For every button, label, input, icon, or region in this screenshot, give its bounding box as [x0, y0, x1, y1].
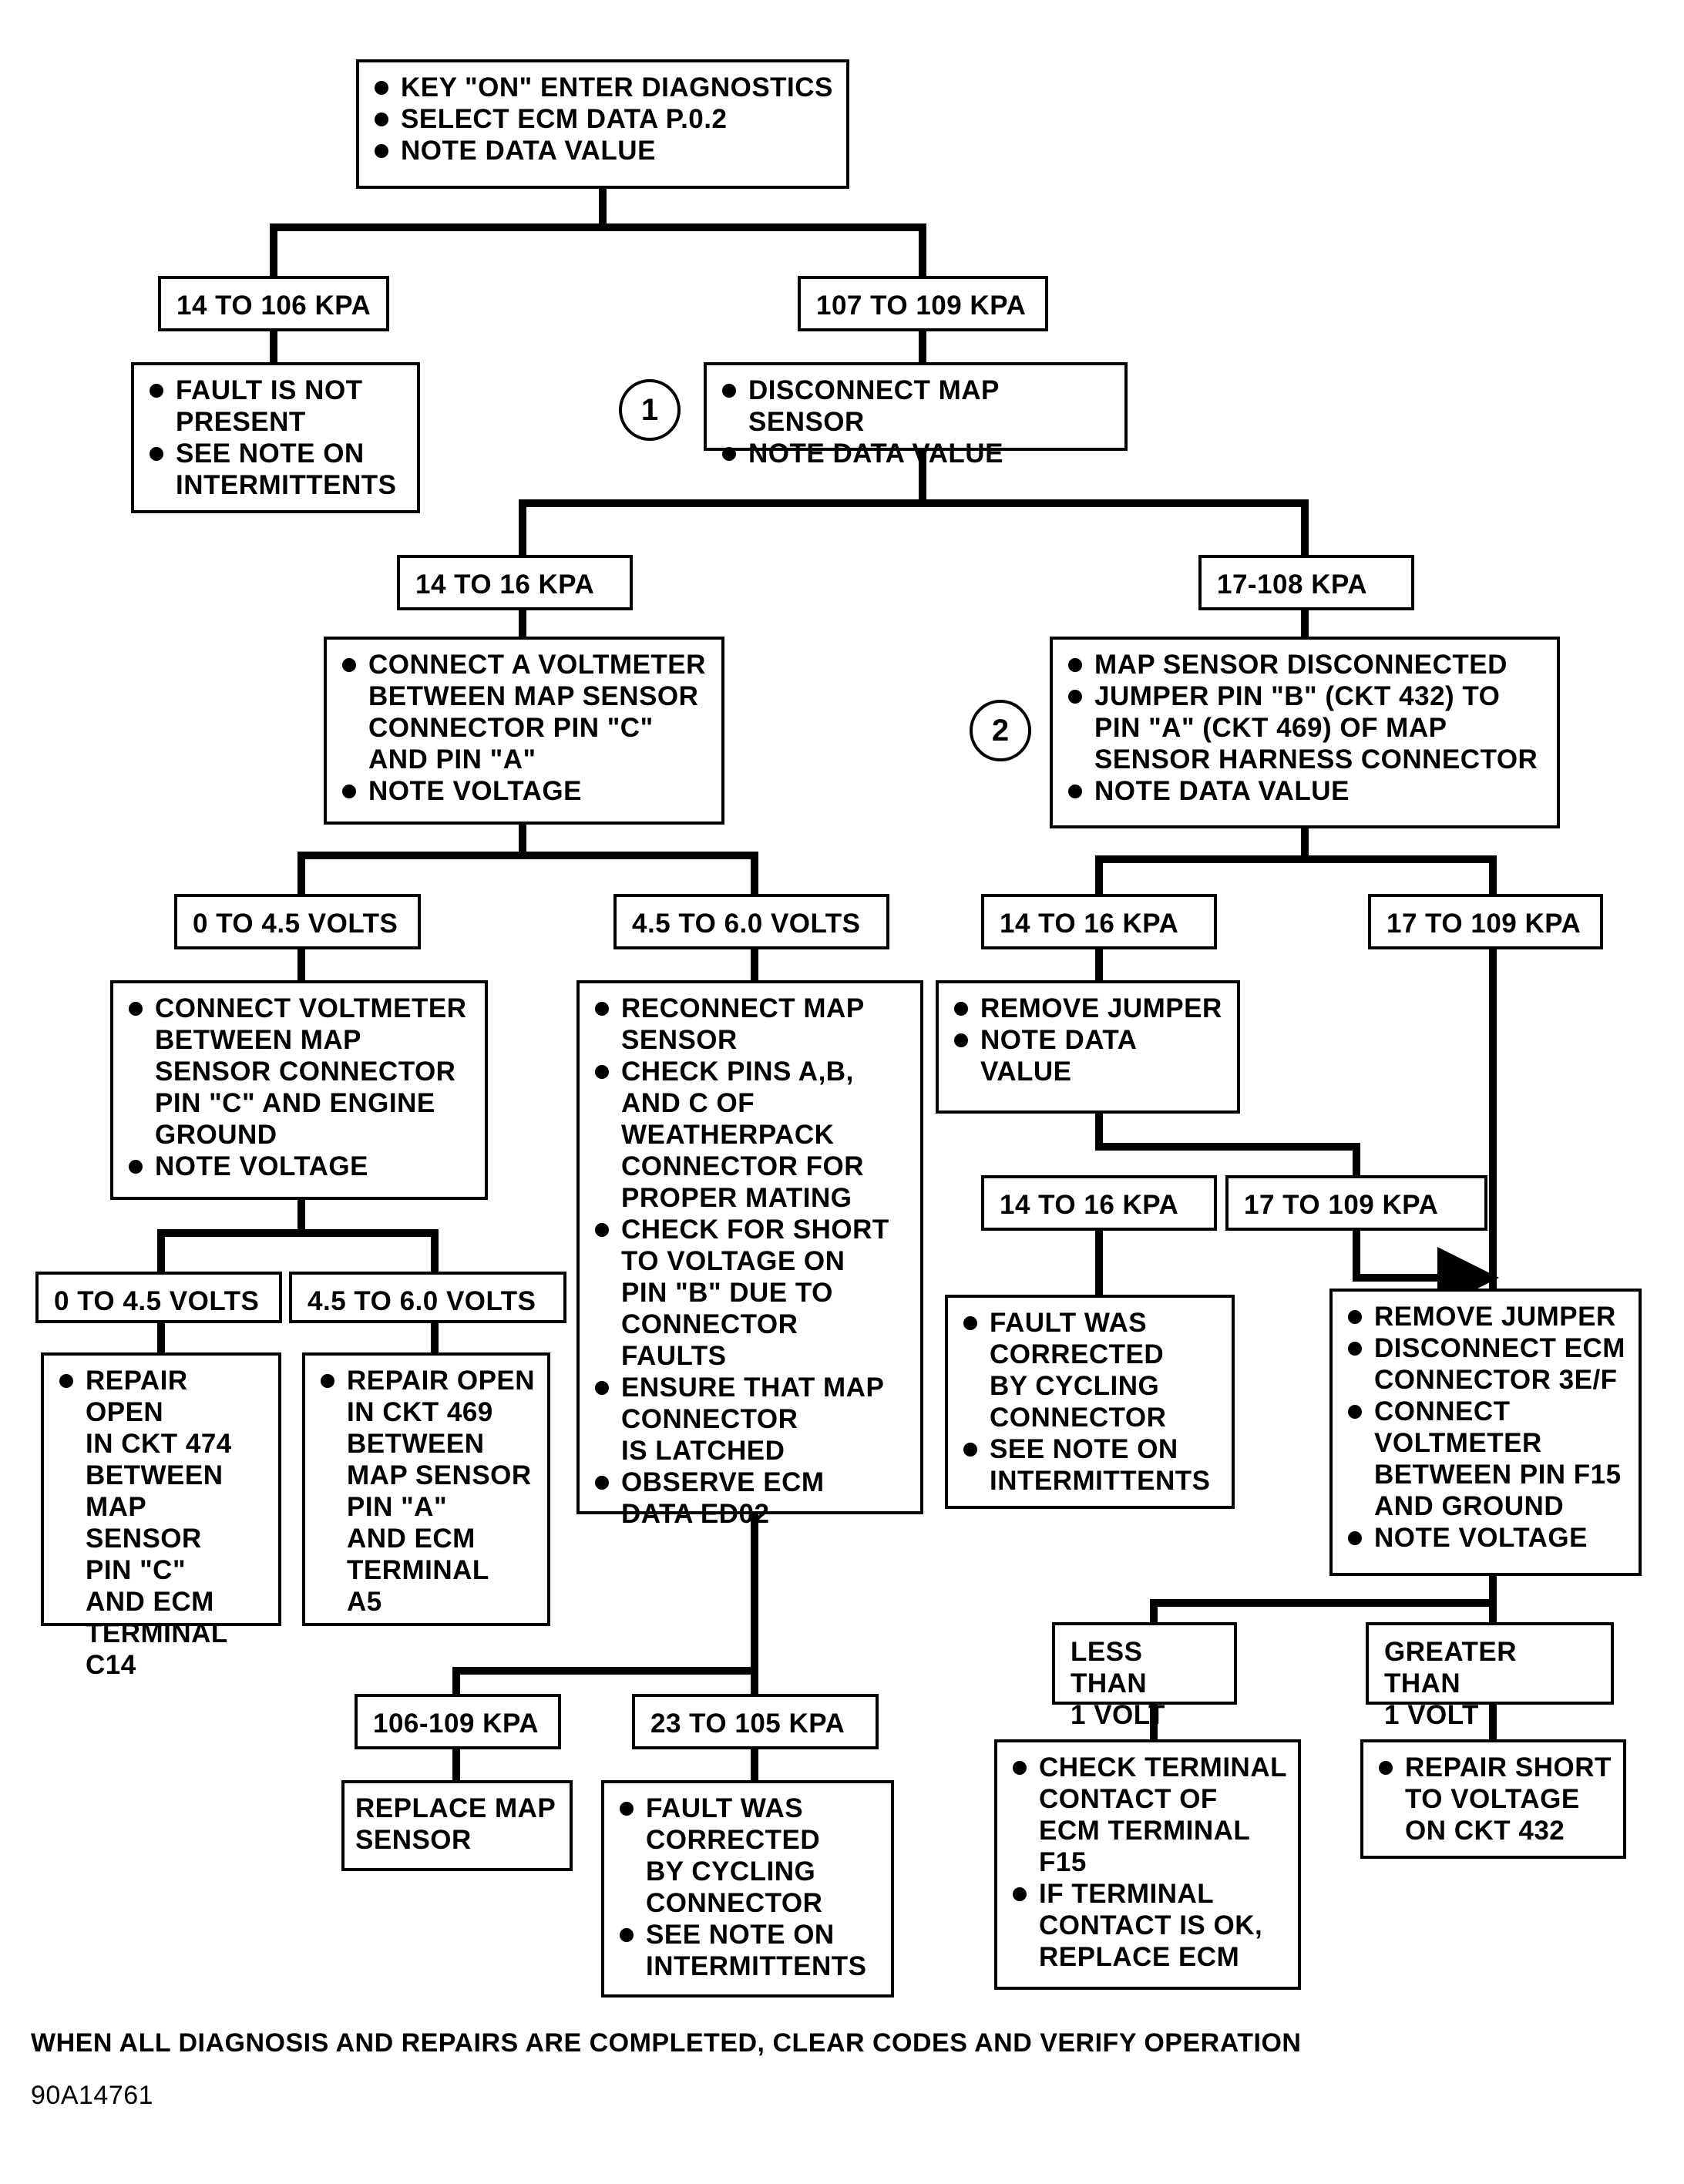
label-14-to-106-kpa: 14 TO 106 KPA: [158, 276, 389, 331]
jumper-pin-box: MAP SENSOR DISCONNECTED JUMPER PIN "B" (…: [1050, 637, 1560, 828]
label-106-109-kpa: 106-109 KPA: [355, 1694, 561, 1749]
reconnect-map-sensor-box: RECONNECT MAP SENSOR CHECK PINS A,B, AND…: [576, 980, 923, 1529]
b1a1-item-1: REPAIR OPEN IN CKT 474 BETWEEN MAP SENSO…: [55, 1365, 267, 1681]
label-17-108-kpa: 17-108 KPA: [1198, 555, 1414, 610]
connect-voltmeter-engine-ground-box: CONNECT VOLTMETER BETWEEN MAP SENSOR CON…: [110, 980, 488, 1200]
b2-item-3: NOTE DATA VALUE: [1064, 775, 1546, 807]
label-greater-than-1-volt: GREATER THAN 1 VOLT: [1366, 1622, 1614, 1730]
b2a1-item-2: SEE NOTE ON INTERMITTENTS: [959, 1433, 1221, 1497]
label-b1a2-4-5-to-6-0-volts: 4.5 TO 6.0 VOLTS: [289, 1272, 566, 1323]
b1b-item-2: CHECK PINS A,B, AND C OF WEATHERPACK CON…: [590, 1056, 909, 1214]
connector-b2-split: [1095, 825, 1497, 898]
b1a-item-1: CONNECT VOLTMETER BETWEEN MAP SENSOR CON…: [124, 993, 474, 1151]
step-number-2: 2: [970, 700, 1031, 761]
b2b1-item-2: IF TERMINAL CONTACT IS OK, REPLACE ECM: [1008, 1878, 1287, 1973]
connector-b2a2-arrow: [1353, 1227, 1499, 1309]
label-less-than-1-volt: LESS THAN 1 VOLT: [1052, 1622, 1237, 1730]
b-item-1: DISCONNECT MAP SENSOR: [718, 375, 1114, 438]
b1-item-1: CONNECT A VOLTMETER BETWEEN MAP SENSOR C…: [338, 649, 711, 775]
fault-corrected-cycling-box-2: FAULT WAS CORRECTED BY CYCLING CONNECTOR…: [945, 1295, 1235, 1509]
label-b2a-14-to-16-kpa: 14 TO 16 KPA: [981, 894, 1217, 949]
repair-short-ckt-432-box: REPAIR SHORT TO VOLTAGE ON CKT 432: [1360, 1739, 1626, 1859]
repair-open-ckt-474-box: REPAIR OPEN IN CKT 474 BETWEEN MAP SENSO…: [41, 1352, 281, 1680]
b1b2-item-1: FAULT WAS CORRECTED BY CYCLING CONNECTOR: [615, 1793, 880, 1919]
remove-jumper-note-box: REMOVE JUMPER NOTE DATA VALUE: [936, 980, 1240, 1114]
b2a-item-1: REMOVE JUMPER: [950, 993, 1226, 1024]
b1a-item-2: NOTE VOLTAGE: [124, 1151, 474, 1182]
b2a1-item-1: FAULT WAS CORRECTED BY CYCLING CONNECTOR: [959, 1307, 1221, 1433]
label-b1a1-0-to-4-5-volts: 0 TO 4.5 VOLTS: [35, 1272, 282, 1323]
b1a2-item-1: REPAIR OPEN IN CKT 469 BETWEEN MAP SENSO…: [316, 1365, 536, 1618]
b2b2-item-1: REPAIR SHORT TO VOLTAGE ON CKT 432: [1374, 1752, 1612, 1846]
figure-id: 90A14761: [31, 2081, 154, 2110]
b2b-item-1: REMOVE JUMPER: [1343, 1301, 1628, 1332]
start-item-1: KEY "ON" ENTER DIAGNOSTICS: [370, 72, 835, 103]
b2b1-item-1: CHECK TERMINAL CONTACT OF ECM TERMINAL F…: [1008, 1752, 1287, 1878]
connector-b2b-split: [1150, 1572, 1497, 1626]
result-a-item-2: SEE NOTE ON INTERMITTENTS: [145, 438, 406, 501]
b1b-item-4: ENSURE THAT MAP CONNECTOR IS LATCHED: [590, 1372, 909, 1467]
label-b1a-0-to-4-5-volts: 0 TO 4.5 VOLTS: [174, 894, 421, 949]
disconnect-ecm-connector-box: REMOVE JUMPER DISCONNECT ECM CONNECTOR 3…: [1329, 1289, 1642, 1576]
label-107-to-109-kpa: 107 TO 109 KPA: [798, 276, 1048, 331]
connector-b2a-split: [1095, 1110, 1360, 1179]
b-item-2: NOTE DATA VALUE: [718, 438, 1114, 469]
start-item-2: SELECT ECM DATA P.0.2: [370, 103, 835, 135]
b1b-item-1: RECONNECT MAP SENSOR: [590, 993, 909, 1056]
label-b2b-17-to-109-kpa: 17 TO 109 KPA: [1368, 894, 1603, 949]
connector-b-split: [519, 447, 1309, 559]
result-fault-not-present: FAULT IS NOT PRESENT SEE NOTE ON INTERMI…: [131, 362, 420, 513]
label-23-to-105-kpa: 23 TO 105 KPA: [632, 1694, 879, 1749]
b1b-item-3: CHECK FOR SHORT TO VOLTAGE ON PIN "B" DU…: [590, 1214, 909, 1372]
b1b-item-5: OBSERVE ECM DATA ED02: [590, 1467, 909, 1530]
fault-corrected-cycling-box-1: FAULT WAS CORRECTED BY CYCLING CONNECTOR…: [601, 1780, 894, 1998]
b2b-item-3: CONNECT VOLTMETER BETWEEN PIN F15 AND GR…: [1343, 1396, 1628, 1522]
check-terminal-contact-box: CHECK TERMINAL CONTACT OF ECM TERMINAL F…: [994, 1739, 1301, 1990]
start-box: KEY "ON" ENTER DIAGNOSTICS SELECT ECM DA…: [356, 59, 849, 189]
start-item-3: NOTE DATA VALUE: [370, 135, 835, 166]
connector-b1a-split: [157, 1196, 439, 1275]
label-b1b-4-5-to-6-0-volts: 4.5 TO 6.0 VOLTS: [613, 894, 889, 949]
b2b-item-4: NOTE VOLTAGE: [1343, 1522, 1628, 1554]
result-a-item-1: FAULT IS NOT PRESENT: [145, 375, 406, 438]
replace-map-sensor-box: REPLACE MAP SENSOR: [341, 1780, 573, 1871]
connector-b1-split: [297, 821, 758, 898]
connector-b1b-split: [452, 1510, 758, 1698]
disconnect-map-sensor-box: DISCONNECT MAP SENSOR NOTE DATA VALUE: [704, 362, 1128, 469]
label-b2a1-14-to-16-kpa: 14 TO 16 KPA: [981, 1175, 1217, 1231]
b2-item-2: JUMPER PIN "B" (CKT 432) TO PIN "A" (CKT…: [1064, 680, 1546, 775]
label-b1-14-to-16-kpa: 14 TO 16 KPA: [397, 555, 633, 610]
b2b-item-2: DISCONNECT ECM CONNECTOR 3E/F: [1343, 1332, 1628, 1396]
b1b2-item-2: SEE NOTE ON INTERMITTENTS: [615, 1919, 880, 1982]
footer-note: WHEN ALL DIAGNOSIS AND REPAIRS ARE COMPL…: [31, 2028, 1302, 2058]
connect-voltmeter-box: CONNECT A VOLTMETER BETWEEN MAP SENSOR C…: [324, 637, 724, 825]
step-number-1: 1: [619, 379, 681, 441]
repair-open-ckt-469-box: REPAIR OPEN IN CKT 469 BETWEEN MAP SENSO…: [302, 1352, 550, 1626]
connector-start: [270, 185, 926, 280]
b1-item-2: NOTE VOLTAGE: [338, 775, 711, 807]
label-b2a2-17-to-109-kpa: 17 TO 109 KPA: [1225, 1175, 1487, 1231]
b2-item-1: MAP SENSOR DISCONNECTED: [1064, 649, 1546, 680]
b2a-item-2: NOTE DATA VALUE: [950, 1024, 1226, 1087]
